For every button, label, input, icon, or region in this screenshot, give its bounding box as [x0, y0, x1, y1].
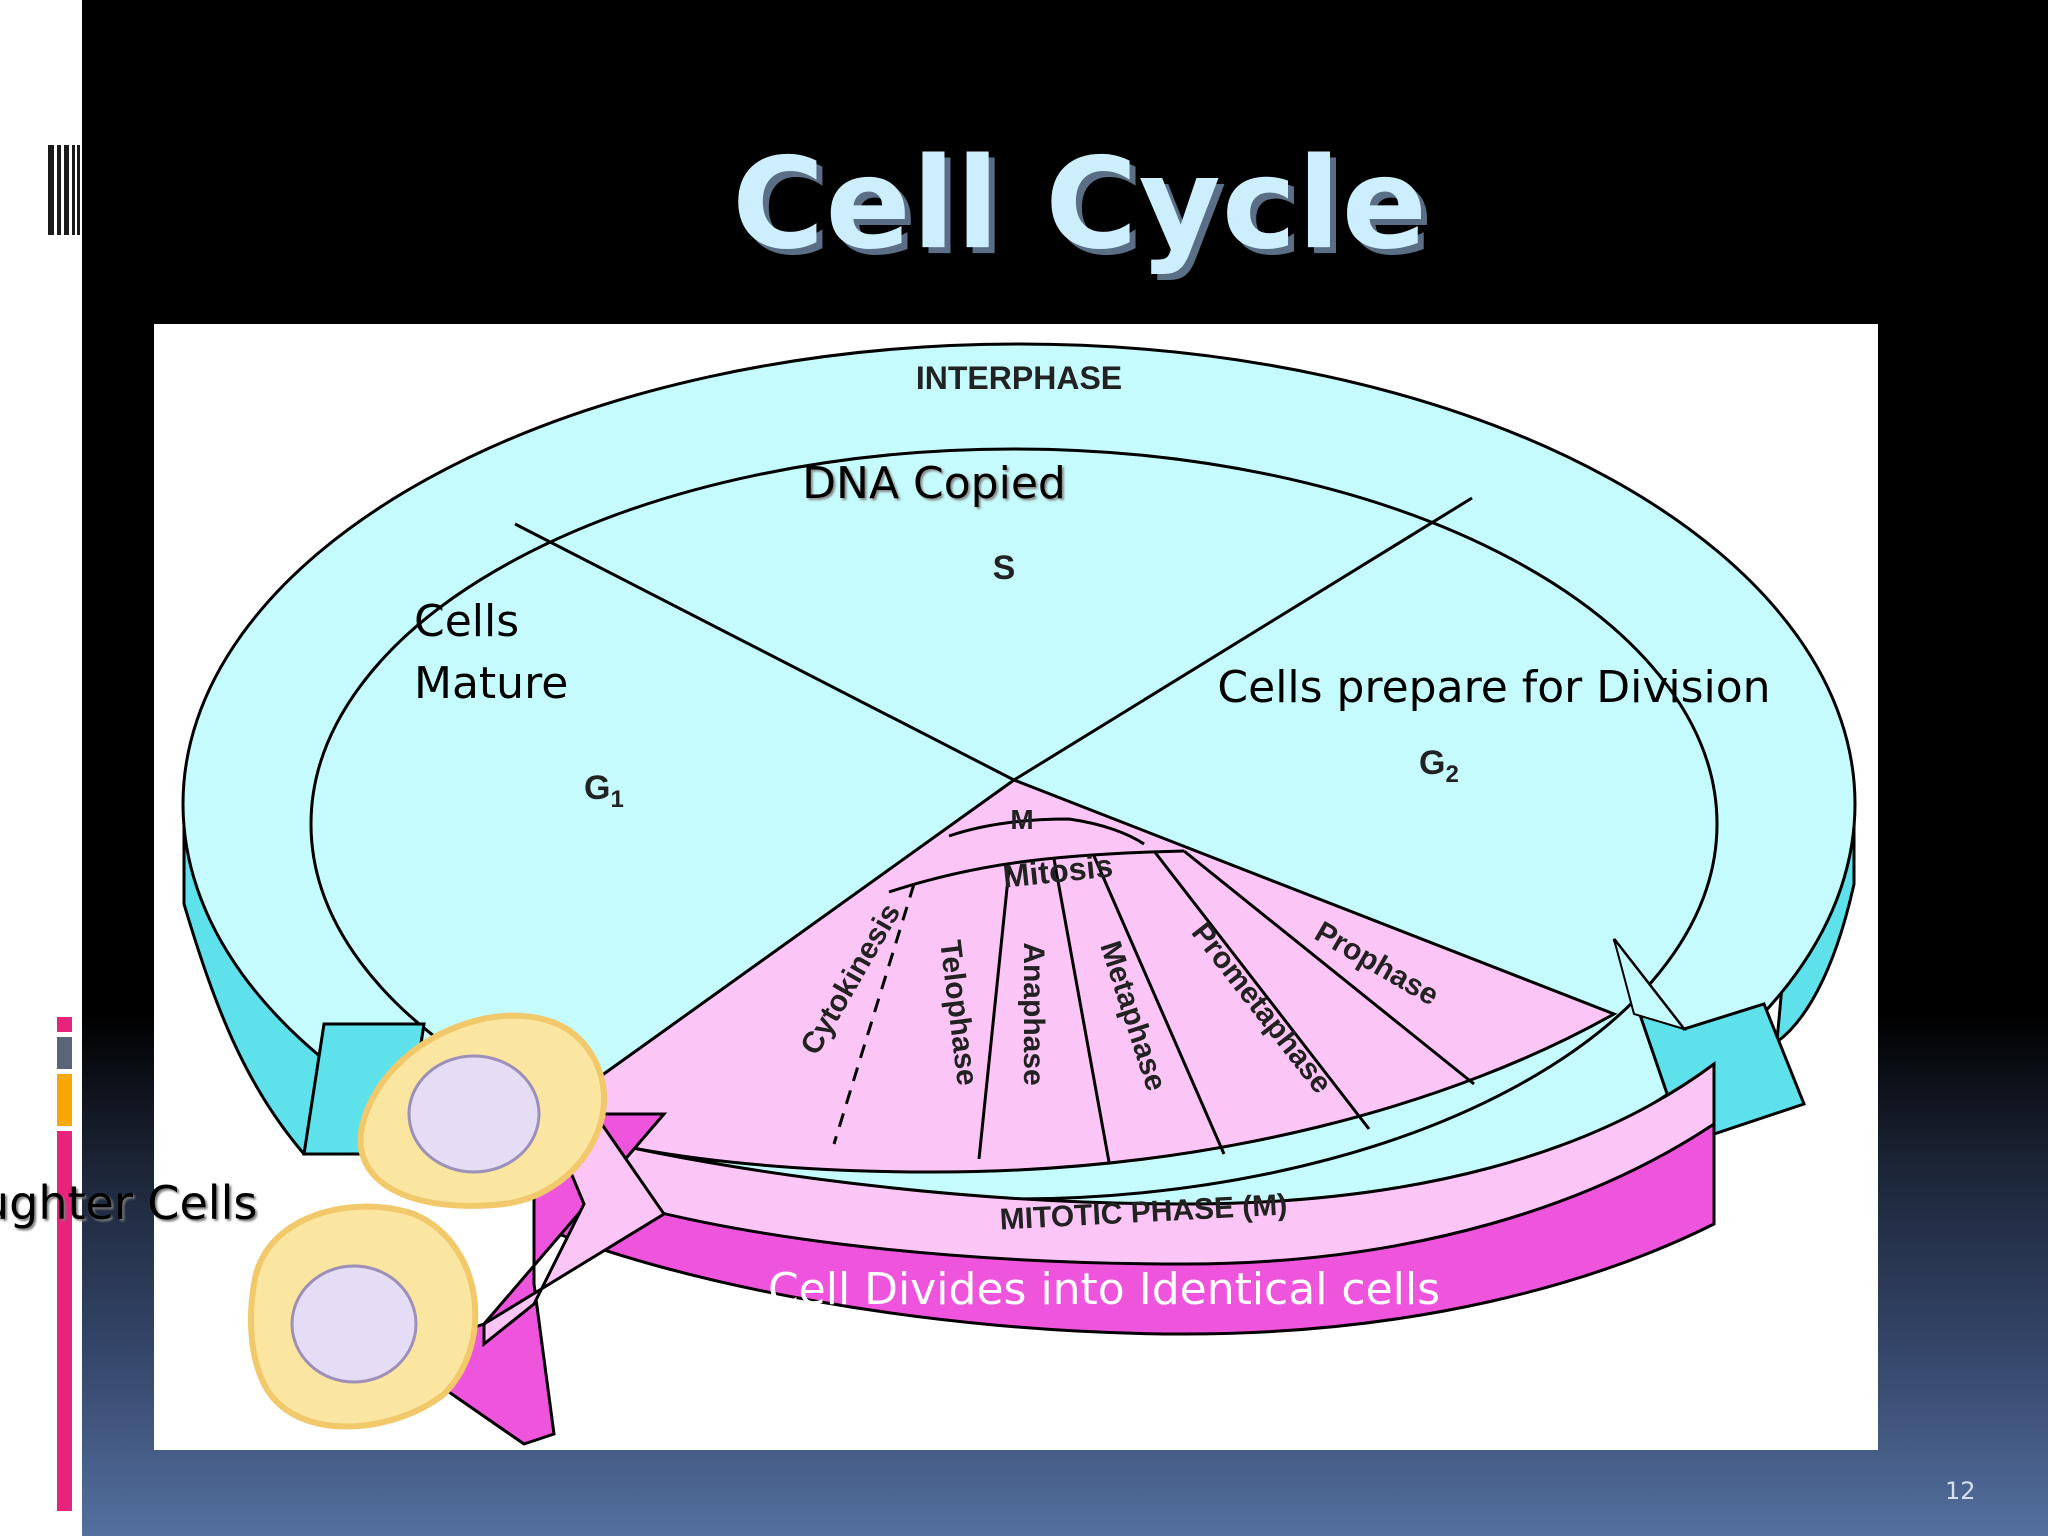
s-phase-label: S: [993, 549, 1016, 587]
g2-phase-label: G2: [1419, 744, 1459, 788]
mitotic-arrow-face: [529, 1061, 1716, 1266]
m-arc: [948, 817, 1145, 846]
daughter-cell-top: [357, 1012, 607, 1209]
annotation-daughter-cells: ughter Cells: [0, 1176, 258, 1230]
accent-bar-gray: [57, 1037, 72, 1069]
slide-title: Cell Cycle: [731, 130, 1429, 277]
stage-label-anaphase: Anaphase: [1017, 942, 1050, 1085]
daughter-cell-bottom: [248, 1203, 479, 1430]
interphase-arrowhead-face: [1613, 938, 1687, 1031]
accent-bar-pink: [57, 1131, 72, 1511]
divider-g1-s: [514, 522, 1015, 782]
cell-cycle-svg: INTERPHASE S G1 G2 M Mitosis Cytokinesis…: [154, 324, 1878, 1450]
divider-telophase: [977, 868, 1011, 1160]
g1-phase-label: G1: [584, 769, 624, 813]
cell-cycle-diagram: INTERPHASE S G1 G2 M Mitosis Cytokinesis…: [154, 324, 1878, 1450]
interphase-label: INTERPHASE: [916, 360, 1122, 396]
decorative-bars: [48, 145, 80, 235]
accent-bar-pink-top: [57, 1017, 72, 1032]
annotation-dna-copied: DNA Copied: [802, 458, 1066, 509]
annotation-cell-divides: Cell Divides into Identical cells: [768, 1264, 1440, 1315]
annotation-cells-prepare: Cells prepare for Division: [1217, 662, 1770, 713]
divider-s-g2: [1013, 496, 1473, 782]
slide-number: 12: [1945, 1477, 1976, 1505]
divider-metaphase: [1092, 855, 1226, 1155]
accent-bar-yellow: [57, 1074, 72, 1126]
annotation-cells-mature-1: Cells: [414, 596, 519, 647]
divider-anaphase: [1052, 858, 1111, 1163]
m-phase-label: M: [1010, 804, 1033, 835]
divider-prometaphase: [1152, 850, 1371, 1130]
divider-prophase: [1183, 849, 1475, 1086]
divider-cytokinesis: [832, 883, 916, 1145]
annotation-cells-mature-2: Mature: [414, 658, 568, 709]
mitosis-arc: [888, 849, 1185, 894]
